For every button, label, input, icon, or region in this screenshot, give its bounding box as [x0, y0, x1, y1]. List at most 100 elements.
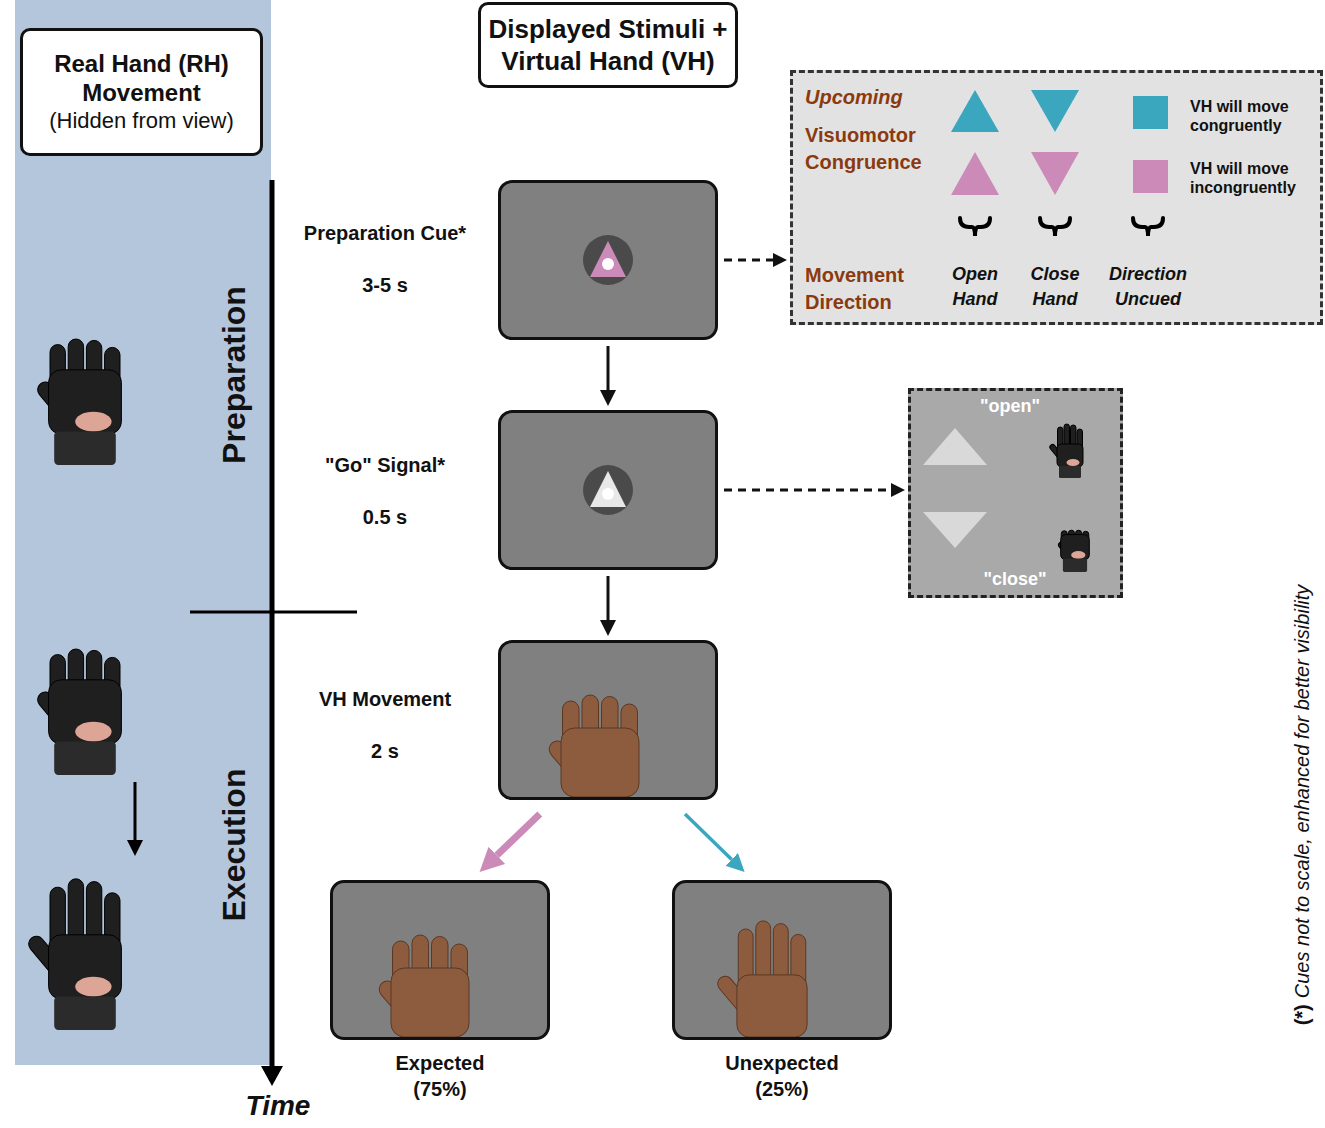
glove-arrow: [134, 782, 137, 842]
label-holder: Time: [218, 1092, 338, 1120]
node-text: Upcoming: [805, 84, 930, 111]
skin-patch: [75, 977, 111, 997]
hand-palm: [49, 935, 122, 999]
header-box: Real Hand (RH) Movement(Hidden from view…: [20, 28, 263, 156]
text-holder: "open": [960, 395, 1060, 417]
illustration: [501, 643, 715, 797]
axis-label: Time: [218, 1092, 338, 1120]
screen: Expected (75%): [330, 880, 550, 1040]
connector-arrow: [607, 346, 610, 390]
text-holder: 0.5 s: [286, 505, 484, 529]
text-holder: Movement Direction: [805, 262, 930, 316]
note-line: (*)Cues not to scale, enhanced for bette…: [1290, 585, 1314, 1026]
node-text: Unexpected (25%): [715, 1050, 849, 1102]
cue-triangle: [1031, 90, 1079, 132]
phase-label: Preparation: [215, 286, 253, 464]
illustration: [333, 883, 547, 1037]
text-holder: Direction Uncued: [1093, 262, 1203, 312]
text-holder: Upcoming: [805, 84, 930, 111]
cue-triangle: [951, 152, 999, 195]
node-text: Displayed Stimuli + Virtual Hand (VH): [485, 13, 731, 77]
node-text: "Go" Signal*: [286, 453, 484, 477]
node-text: Preparation Cue*: [286, 221, 484, 245]
node-text: Movement Direction: [805, 262, 930, 316]
illustration: [675, 883, 889, 1037]
node-text: 0.5 s: [286, 505, 484, 529]
screen: Preparation Cue*3-5 s: [498, 180, 718, 340]
connector-arrow: [607, 576, 610, 620]
text-holder: Expected (75%): [373, 1050, 507, 1102]
hand-palm: [49, 370, 122, 434]
text-holder: Open Hand: [935, 262, 1015, 312]
real-hand-panel: [15, 0, 271, 1065]
connector-arrow: [685, 814, 732, 859]
skin-patch: [75, 722, 111, 742]
text-holder: Preparation Cue*: [286, 221, 484, 245]
go-triangle: [923, 512, 987, 548]
illustration: [501, 413, 715, 567]
illustration: [501, 183, 715, 337]
node-text: "open": [960, 395, 1060, 417]
text-holder: 2 s: [286, 739, 484, 763]
hand-palm: [737, 975, 807, 1037]
brace: [960, 218, 990, 236]
text-holder: 3-5 s: [286, 273, 484, 297]
skin-patch: [75, 412, 111, 432]
hand-palm: [391, 968, 469, 1037]
cue-triangle: [1031, 152, 1079, 195]
node-text: Direction Uncued: [1093, 262, 1203, 312]
node-text: (Hidden from view): [29, 107, 254, 135]
legend-swatch: [1133, 160, 1168, 193]
legend-swatch: [1133, 96, 1168, 129]
text-holder: "close": [965, 568, 1065, 590]
screen: VH Movement2 s: [498, 640, 718, 800]
hand-palm: [561, 728, 639, 797]
fixation-dot: [602, 258, 614, 270]
connector-arrow: [724, 259, 773, 262]
real-hand-gloves: [26, 339, 122, 1030]
brace: [1133, 218, 1163, 236]
glove-cuff: [54, 996, 116, 1030]
text-holder: Unexpected (25%): [715, 1050, 849, 1102]
node-text: Open Hand: [935, 262, 1015, 312]
hand-palm: [1057, 444, 1083, 467]
text-holder: VH Movement: [286, 687, 484, 711]
skin-patch: [1067, 459, 1080, 466]
time-axis: [270, 180, 275, 1070]
fixation-dot: [602, 488, 614, 500]
node-text: "close": [965, 568, 1065, 590]
cue-disc: [583, 235, 633, 285]
text-holder: (Hidden from view): [29, 107, 254, 135]
go-key-panel: "open" "close": [908, 388, 1123, 598]
text-holder: Real Hand (RH) Movement: [29, 49, 254, 107]
text-holder: Close Hand: [1015, 262, 1095, 312]
text-holder: "Go" Signal*: [286, 453, 484, 477]
node-text: Visuomotor Congruence: [805, 122, 930, 176]
text-holder: Visuomotor Congruence: [805, 122, 930, 176]
legend-text: VH will move incongruently: [1190, 159, 1318, 197]
time-axis-head: [261, 1066, 283, 1086]
node-text: Real Hand (RH) Movement: [29, 49, 254, 107]
go-triangle: [923, 428, 987, 465]
brace: [1040, 218, 1070, 236]
node-text: Close Hand: [1015, 262, 1095, 312]
screen: Unexpected (25%): [672, 880, 892, 1040]
hand-palm: [1061, 535, 1090, 560]
node-text: 3-5 s: [286, 273, 484, 297]
node-text: Expected (75%): [373, 1050, 507, 1102]
phase-divider: [190, 611, 357, 614]
phase-label: Execution: [215, 769, 253, 922]
header-box: Displayed Stimuli + Virtual Hand (VH): [478, 2, 738, 88]
screen: "Go" Signal*0.5 s: [498, 410, 718, 570]
glove-cuff: [1059, 466, 1081, 478]
glove-cuff: [54, 431, 116, 465]
glove-cuff: [1063, 559, 1087, 572]
cue-triangle: [590, 471, 626, 507]
node-text: VH Movement: [286, 687, 484, 711]
skin-patch: [1071, 551, 1085, 559]
legend-text: VH will move congruently: [1190, 97, 1318, 135]
node-text: 2 s: [286, 739, 484, 763]
glove-arrow-head: [127, 840, 143, 856]
text-holder: VH will move incongruently: [1190, 159, 1318, 197]
hand-palm: [49, 680, 122, 744]
